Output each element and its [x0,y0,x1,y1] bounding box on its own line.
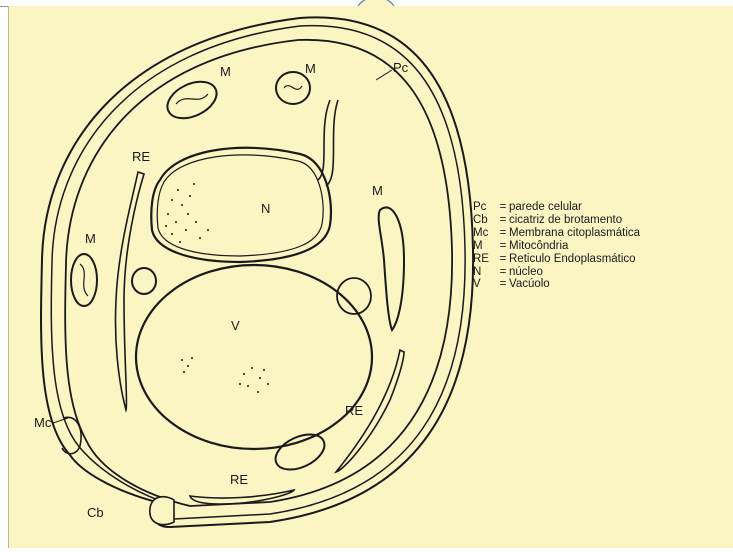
mito-cristae [80,264,88,296]
label-m-top-left: M [220,64,231,79]
legend-text: Mitocôndria [509,240,568,253]
label-m-left: M [85,231,96,246]
mitochondrion-small [132,268,156,294]
top-circle-icon [358,0,394,6]
label-cb: Cb [87,505,104,520]
legend-text: Membrana citoplasmática [509,227,640,240]
vacuole-granules [181,357,269,393]
legend-row: Cb = cicatriz de brotamento [473,214,640,227]
legend-text: parede celular [509,201,582,214]
legend-row: Pc = parede celular [473,201,640,214]
label-vacuole: V [231,318,240,333]
legend-abbr: N [473,266,497,279]
label-m-right: M [372,183,383,198]
legend-row: M = Mitocôndria [473,240,640,253]
legend-text: cicatriz de brotamento [509,214,622,227]
mitochondrion-top-left [162,75,223,126]
legend-text: Reticulo Endoplasmático [509,253,636,266]
legend-eq: = [497,227,509,240]
mito-cristae [176,94,208,104]
legend-abbr: M [473,240,497,253]
plasma-membrane [65,40,452,506]
legend-eq: = [497,266,509,279]
legend-abbr: Pc [473,201,497,214]
legend-abbr: Mc [473,227,497,240]
leader-pc [376,70,392,80]
label-mc: Mc [34,415,52,430]
legend-eq: = [497,201,509,214]
legend-row: Mc = Membrana citoplasmática [473,227,640,240]
legend-abbr: V [473,278,497,291]
legend-abbr: Cb [473,214,497,227]
legend-row: N = núcleo [473,266,640,279]
label-re-bottom: RE [230,472,248,487]
legend-eq: = [497,278,509,291]
legend-eq: = [497,214,509,227]
legend-abbr: RE [473,253,497,266]
er-bottom [190,490,294,504]
label-m-top-right: M [305,61,316,76]
label-re-right: RE [345,403,363,418]
nucleolus-stipple [165,183,209,243]
legend-eq: = [497,240,509,253]
label-pc: Pc [393,60,409,75]
legend-row: V = Vacúolo [473,278,640,291]
legend: Pc = parede celular Cb = cicatriz de bro… [473,201,640,291]
legend-row: RE = Reticulo Endoplasmático [473,253,640,266]
mitochondrion-right [379,207,404,330]
label-nucleus: N [261,201,270,216]
nuclear-extension [318,100,338,186]
bud-scar [150,497,174,525]
mitochondrion-bottom [270,427,330,476]
mito-cristae [284,86,302,90]
legend-text: Vacúolo [509,278,550,291]
legend-text: núcleo [509,266,543,279]
legend-eq: = [497,253,509,266]
cell-wall-outer [41,17,473,527]
er-left [115,172,144,410]
label-re-left: RE [132,149,150,164]
